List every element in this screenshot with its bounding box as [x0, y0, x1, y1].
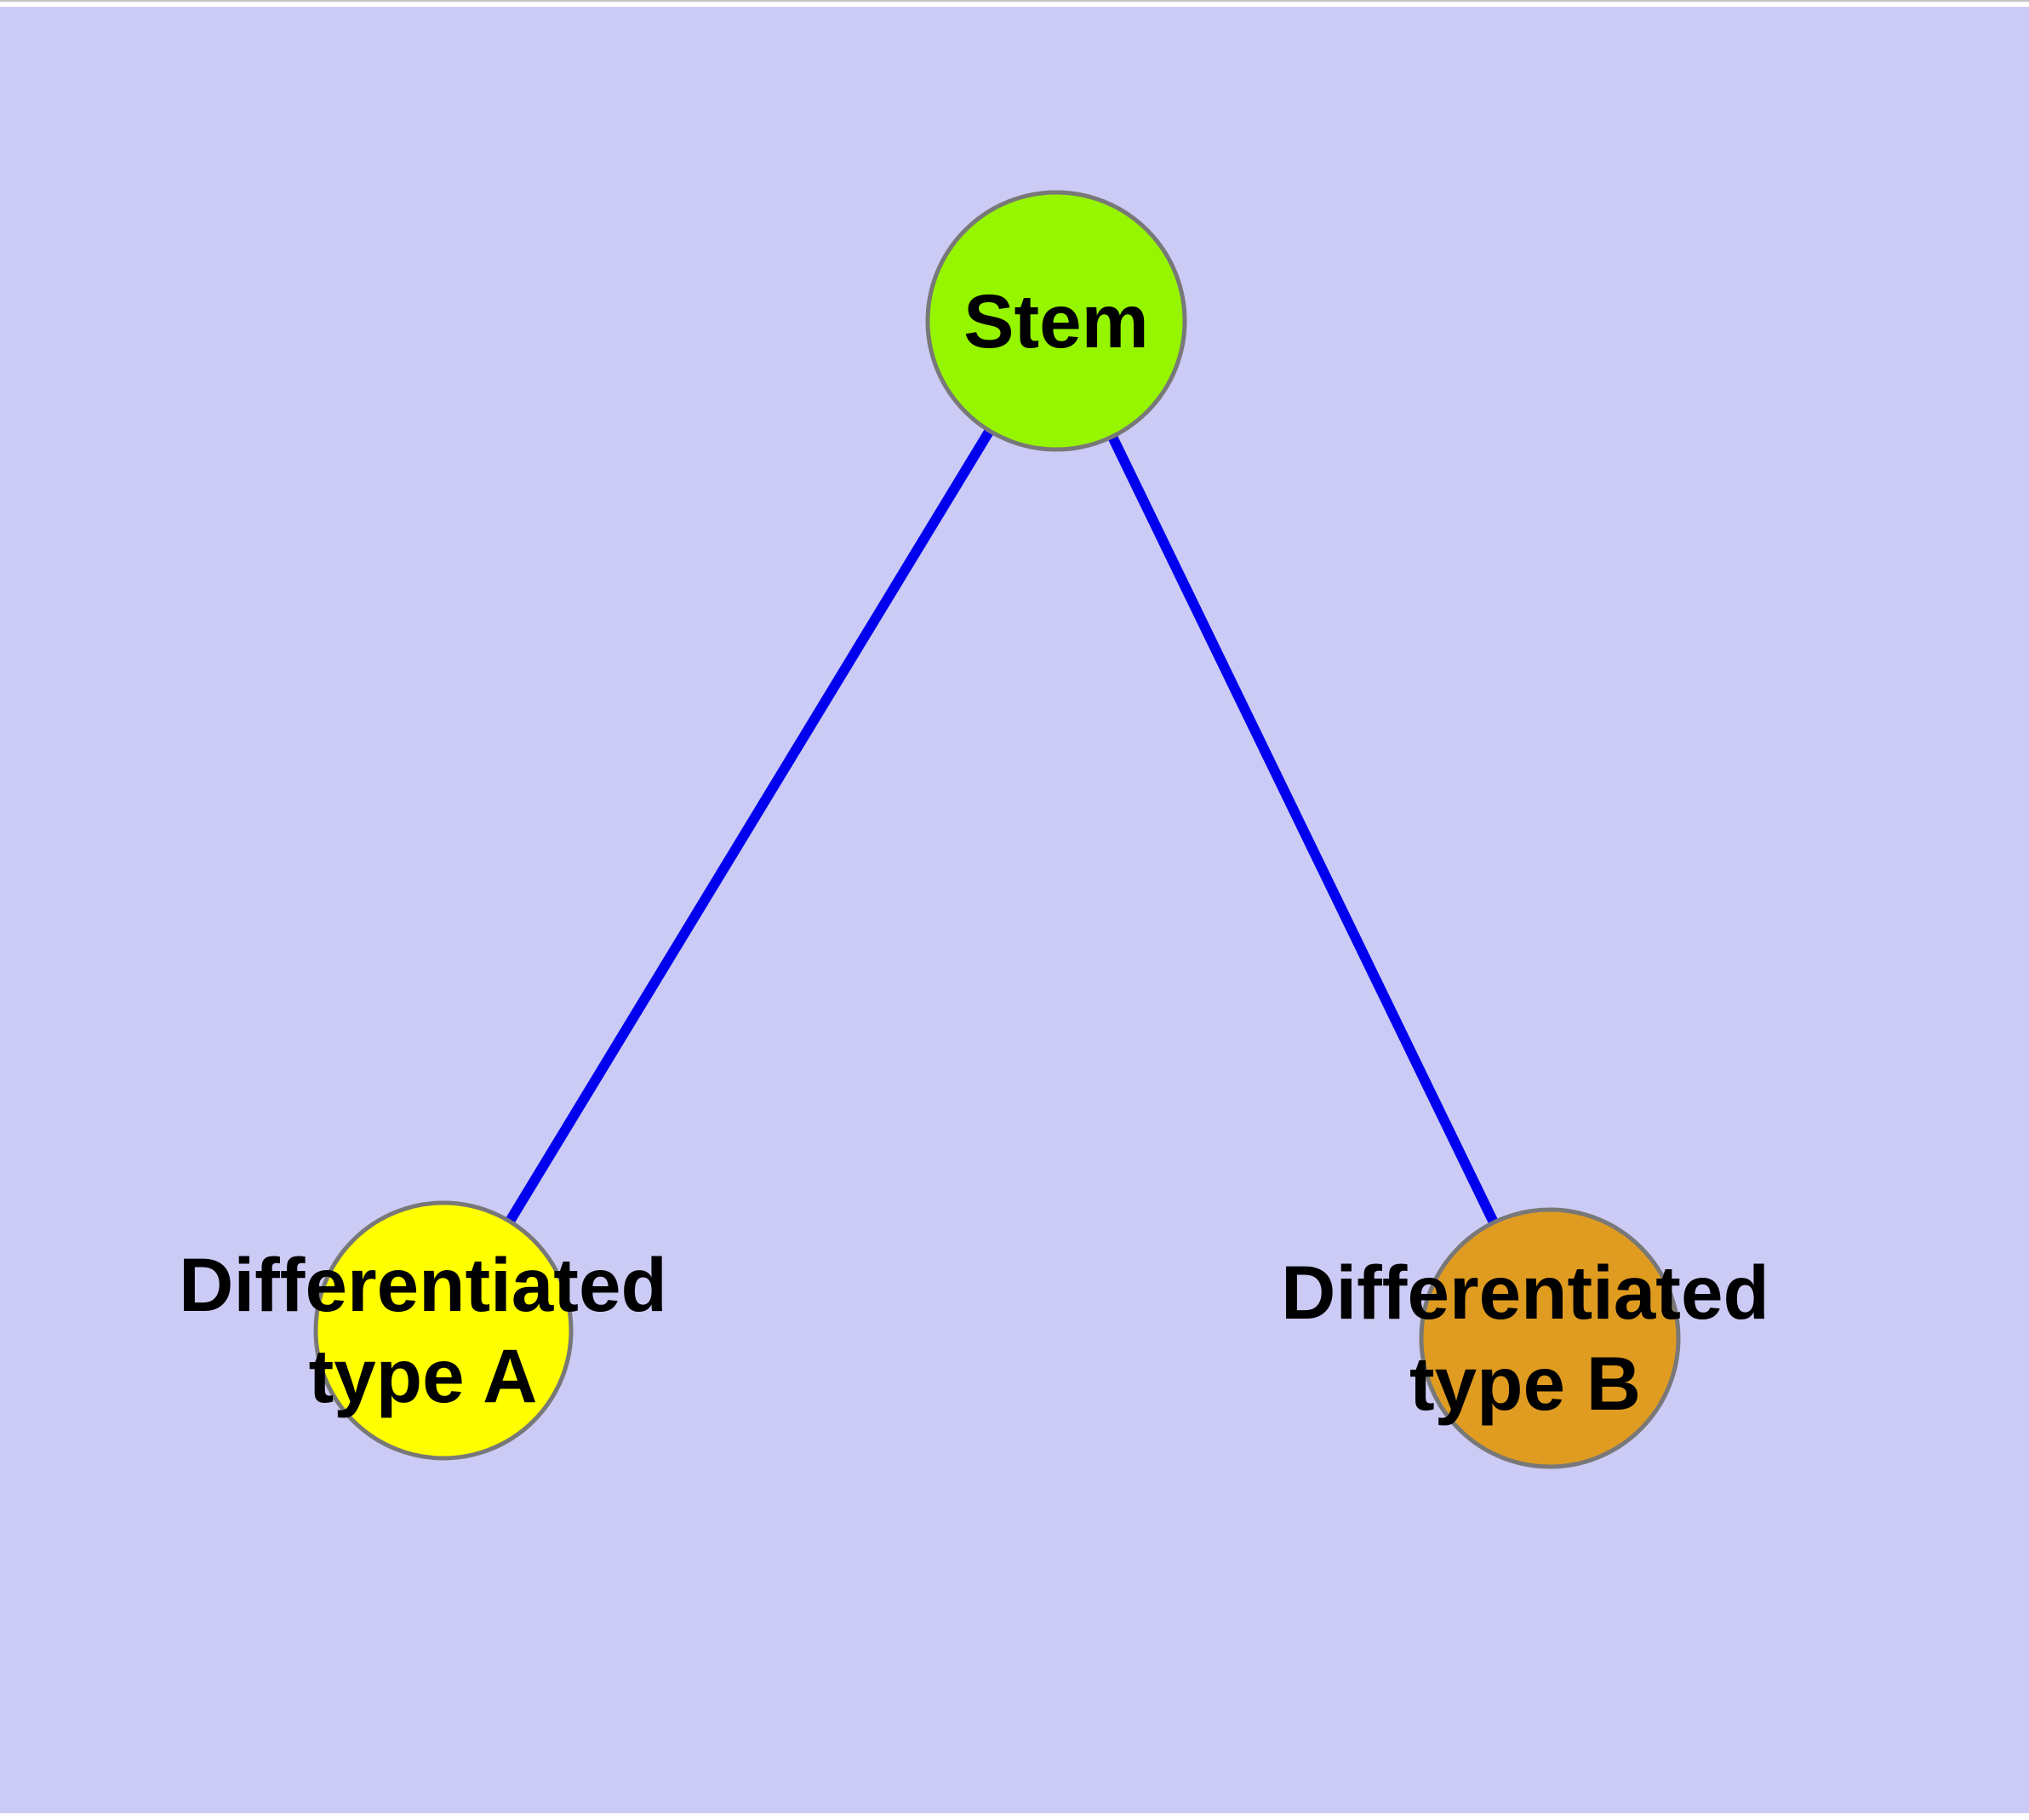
edge-stem-to-type-a — [438, 318, 1061, 1334]
top-border-line — [0, 0, 2029, 2]
node-differentiated-type-b — [1419, 1207, 1681, 1469]
node-label-stem: Stem — [963, 278, 1149, 363]
node-stem — [925, 190, 1187, 452]
node-label-differentiated-type-b: Differentiated type B — [1281, 1250, 1769, 1426]
edge-stem-to-type-b — [1051, 318, 1555, 1341]
node-label-differentiated-type-a: Differentiated type A — [179, 1242, 667, 1418]
node-differentiated-type-a — [313, 1200, 574, 1461]
